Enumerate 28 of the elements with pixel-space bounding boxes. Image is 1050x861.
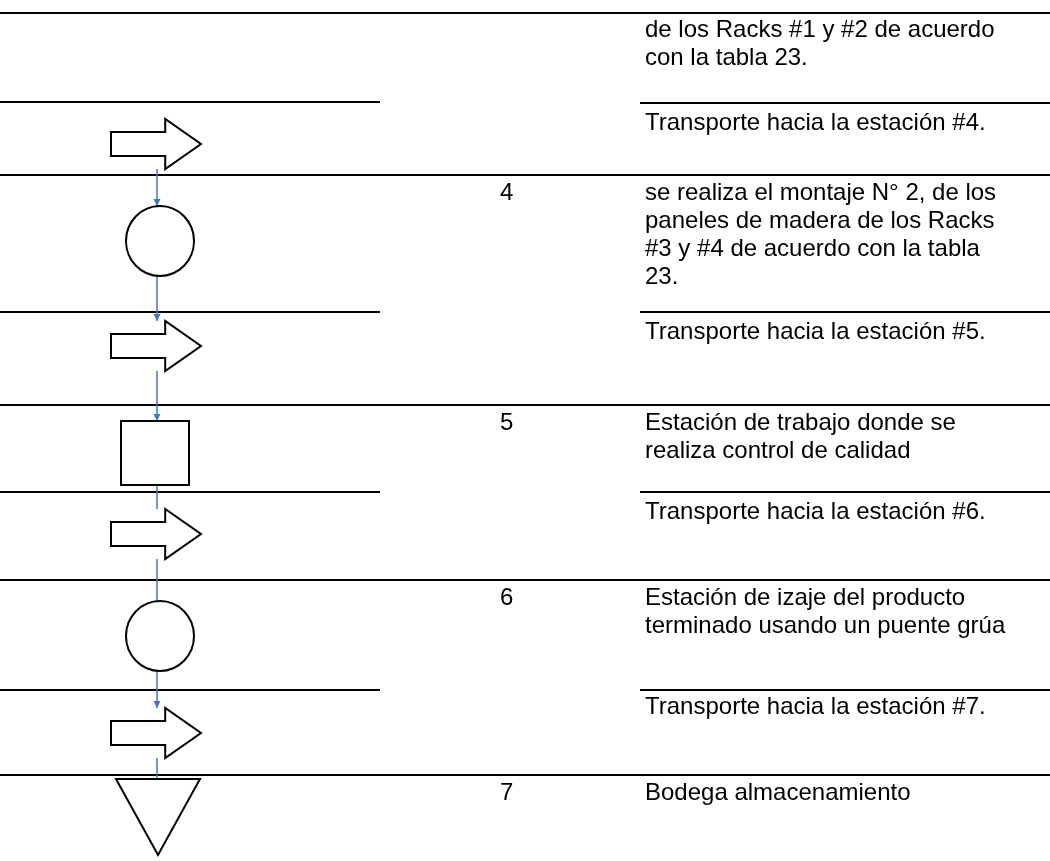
flow-arrow	[153, 275, 161, 322]
step-description: Transporte hacia la estación #4.	[645, 108, 986, 136]
step-description: se realiza el montaje N° 2, de los paneles de madera de los Racks #3 y #4 de acuerdo con la tabla 23.	[645, 178, 998, 290]
operation-circle	[125, 205, 195, 277]
transport-symbol	[110, 707, 202, 759]
step-description: Estación de izaje del producto terminado usando un puente grúa	[645, 583, 1007, 639]
transport-symbol	[110, 118, 202, 170]
inspection-square	[120, 420, 190, 486]
step-description: Transporte hacia la estación #5.	[645, 317, 986, 345]
transport-symbol	[110, 508, 202, 560]
step-number: 6	[500, 583, 514, 611]
flow-arrow	[153, 168, 161, 207]
step-description: de los Racks #1 y #2 de acuerdo con la tabla 23.	[645, 15, 996, 71]
step-number: 5	[500, 408, 514, 436]
flow-line	[156, 558, 158, 602]
step-number: 4	[500, 178, 514, 206]
transport-symbol	[110, 320, 202, 372]
flow-arrow	[153, 370, 161, 422]
flow-line	[156, 757, 158, 780]
flow-arrow	[153, 670, 161, 709]
step-description: Bodega almacenamiento	[645, 778, 911, 806]
step-number: 7	[500, 778, 514, 806]
flow-line	[156, 484, 158, 510]
storage-triangle	[115, 778, 201, 856]
step-description: Transporte hacia la estación #7.	[645, 692, 986, 720]
step-description: Transporte hacia la estación #6.	[645, 497, 986, 525]
step-description: Estación de trabajo donde se realiza control de calidad	[645, 408, 957, 464]
operation-circle	[125, 600, 195, 672]
